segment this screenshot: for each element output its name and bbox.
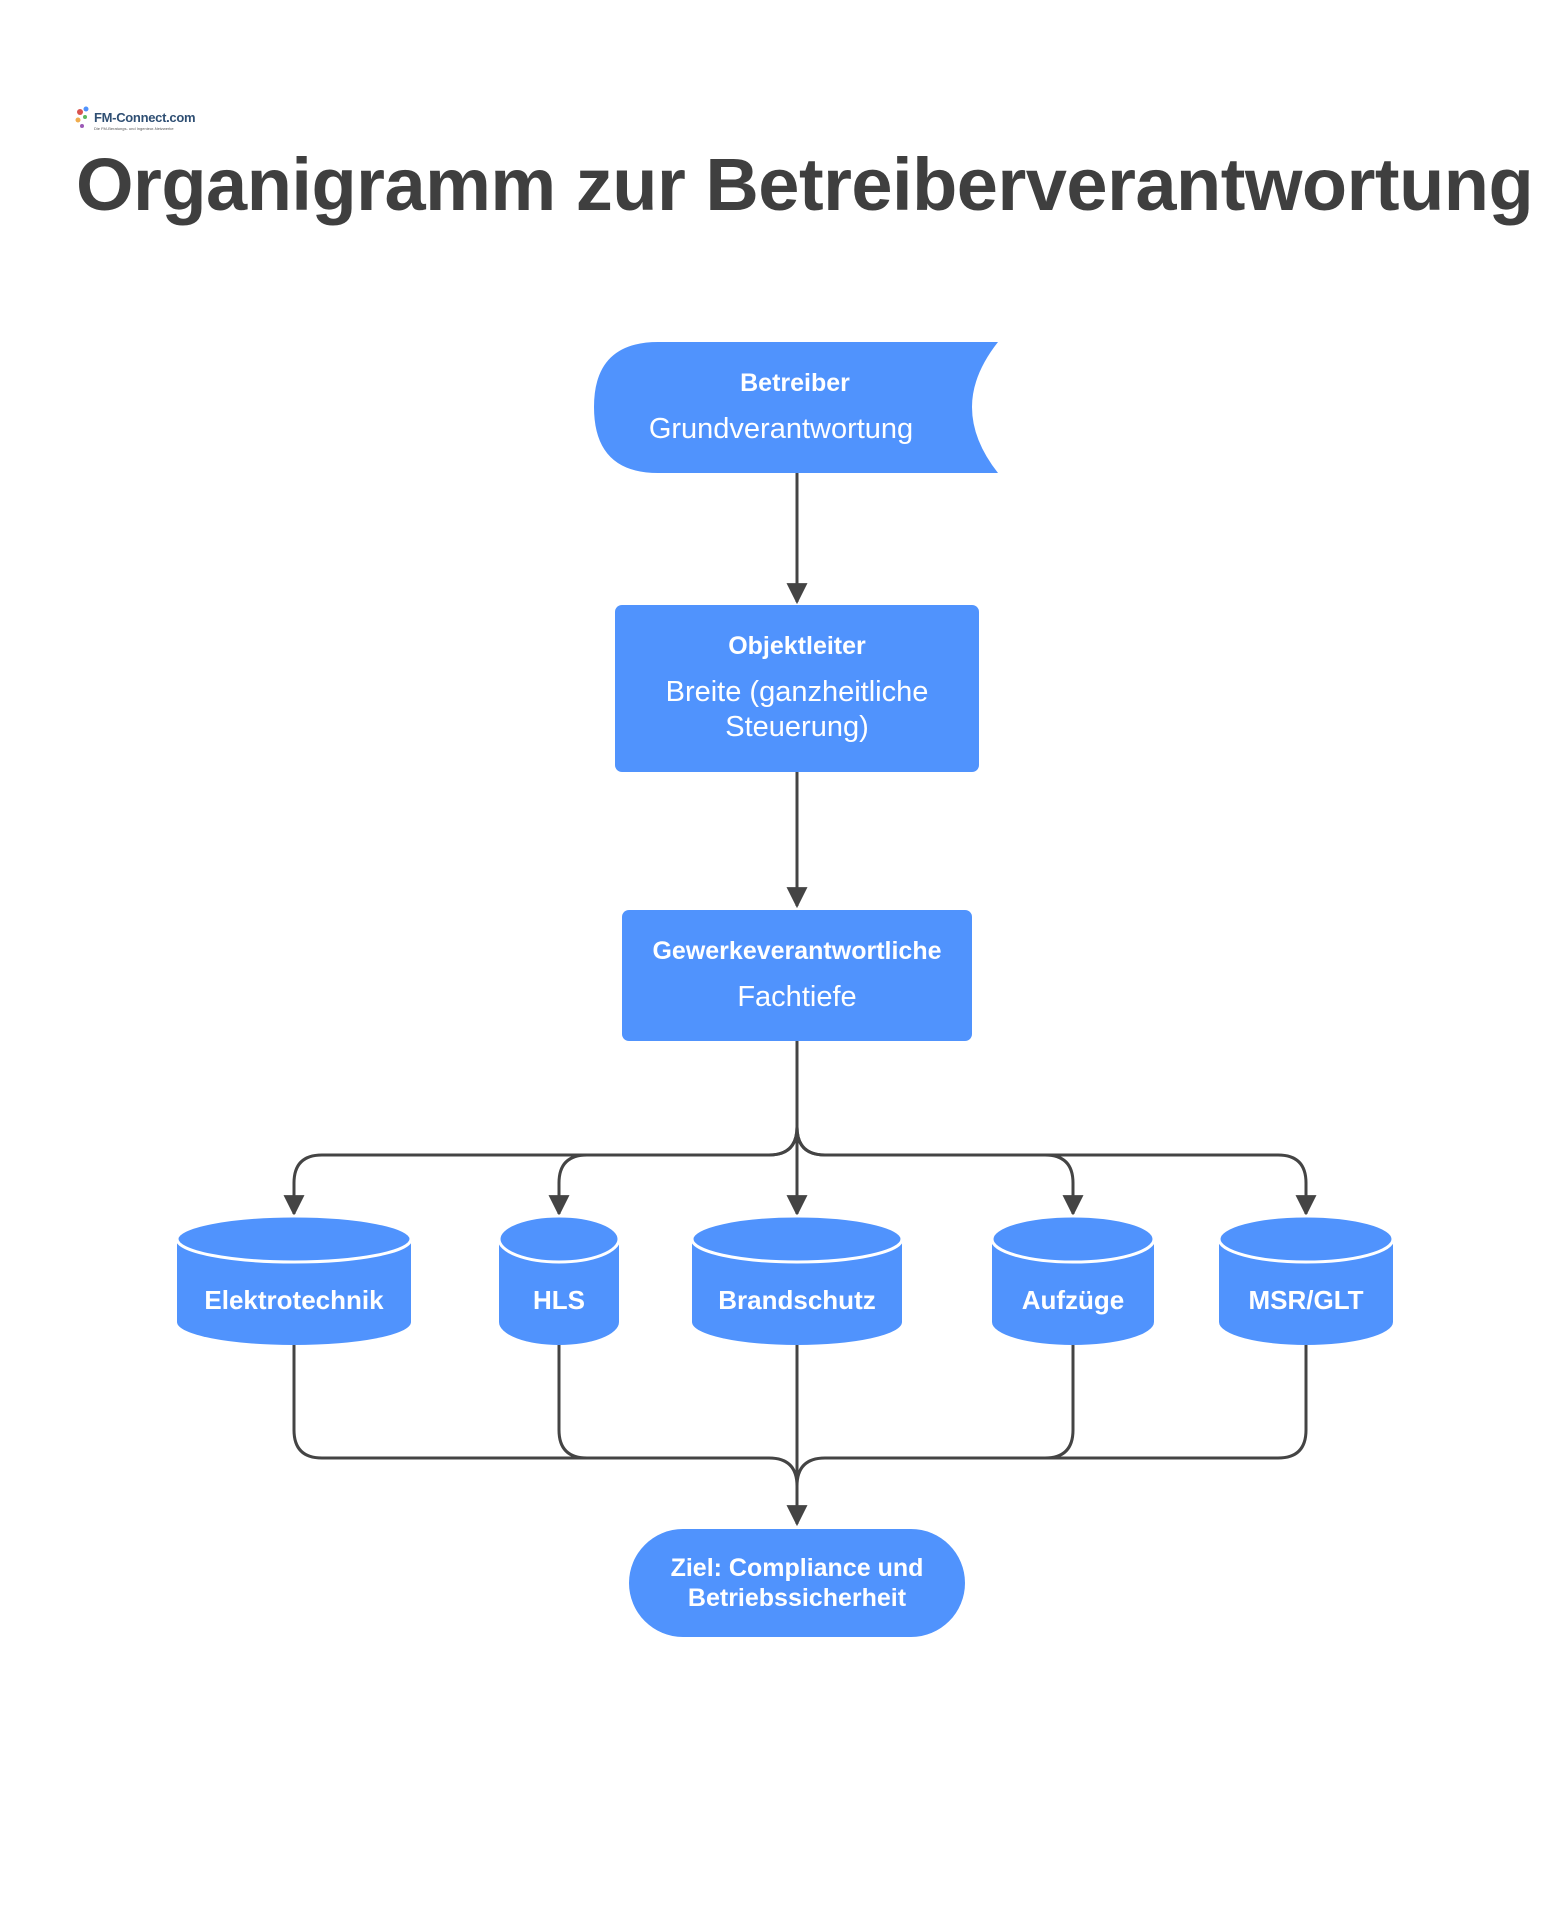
edge-gewerke-hls	[548, 1126, 799, 1217]
edge-hls-goal	[557, 1345, 769, 1460]
node-brandschutz-label: Brandschutz	[718, 1284, 876, 1315]
node-msrglt-shape	[1217, 1214, 1395, 1345]
node-betreiber-shape	[594, 342, 998, 473]
node-hls-shape	[497, 1214, 621, 1345]
node-betreiber-heading: Betreiber	[740, 368, 850, 397]
node-objektleiter-shape	[615, 605, 979, 772]
node-betreiber-text: Grundverantwortung	[648, 412, 914, 445]
node-goal-text: Ziel: Compliance und Betriebssicherheit	[670, 1554, 924, 1612]
edge-gewerke-msrglt	[795, 1126, 1317, 1217]
node-hls: HLS	[499, 1275, 619, 1325]
node-gewerke-shape	[622, 910, 972, 1041]
edge-msrglt-goal	[825, 1345, 1308, 1460]
node-elektrotechnik-shape	[175, 1214, 413, 1345]
node-goal: Ziel: Compliance und Betriebssicherheit	[655, 1529, 939, 1637]
node-gewerke-heading: Gewerkeverantwortliche	[652, 936, 942, 965]
edge-elektrotechnik-goal	[292, 1345, 808, 1527]
node-aufzuege: Aufzüge	[992, 1275, 1154, 1325]
page-title: Organigramm zur Betreiberverantwortung	[76, 143, 1534, 226]
node-hls-label: HLS	[533, 1284, 585, 1315]
edge-gewerke-elektrotechnik	[283, 1041, 799, 1217]
node-elektrotechnik-label: Elektrotechnik	[204, 1284, 384, 1315]
edge-aufzuege-goal	[795, 1345, 1075, 1487]
edge-gewerke-aufzuege	[795, 1126, 1084, 1217]
node-gewerke: Gewerkeverantwortliche Fachtiefe	[622, 928, 972, 1023]
node-aufzuege-label: Aufzüge	[1021, 1284, 1125, 1315]
node-msrglt: MSR/GLT	[1219, 1275, 1393, 1325]
logo-mark-icon	[75, 106, 89, 128]
logo-subtitle: Die FM-Beratungs- und Ingenieur-Netzwerk…	[94, 126, 174, 131]
node-aufzuege-shape	[990, 1214, 1156, 1345]
node-betreiber: Betreiber Grundverantwortung	[600, 360, 990, 455]
logo-text: FM-Connect.com	[94, 110, 196, 125]
logo: FM-Connect.com Die FM-Beratungs- und Ing…	[75, 104, 196, 134]
node-elektrotechnik: Elektrotechnik	[177, 1275, 411, 1325]
node-brandschutz-shape	[690, 1214, 904, 1345]
node-objektleiter: Objektleiter Breite (ganzheitliche Steue…	[615, 620, 979, 756]
node-objektleiter-text: Breite (ganzheitliche Steuerung)	[665, 675, 929, 743]
node-gewerke-text: Fachtiefe	[737, 980, 857, 1013]
node-msrglt-label: MSR/GLT	[1248, 1284, 1364, 1315]
node-brandschutz: Brandschutz	[692, 1275, 902, 1325]
node-goal-shape	[629, 1529, 965, 1637]
node-objektleiter-heading: Objektleiter	[728, 631, 866, 660]
